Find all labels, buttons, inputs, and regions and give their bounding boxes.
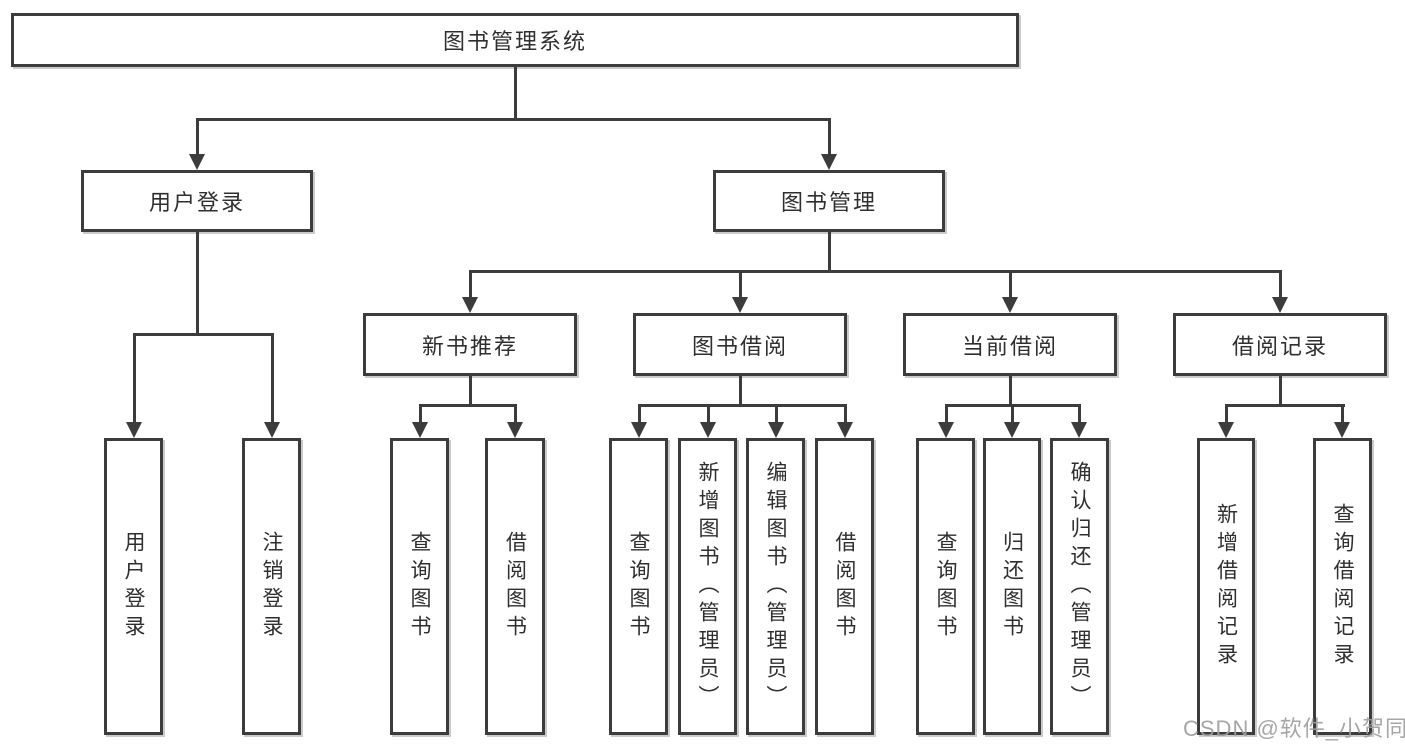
node-add-borrow-record: 新增借阅记录 (1197, 438, 1255, 735)
node-add-borrow-record-label: 新增借阅记录 (1214, 502, 1238, 671)
arrowhead-down-icon (412, 422, 428, 438)
arrowhead-down-icon (631, 422, 647, 438)
node-query-books-current-label: 查询图书 (934, 530, 957, 643)
connector-vline (271, 333, 274, 422)
connector-vline (739, 376, 742, 407)
node-user-login-label: 用户登录 (148, 190, 245, 215)
connector-vline (828, 232, 831, 273)
node-user-login-action-label: 用户登录 (122, 530, 145, 643)
node-book-borrow: 图书借阅 (633, 313, 847, 376)
node-query-books-recommend-label: 查询图书 (408, 530, 431, 643)
node-borrow-books-recommend-label: 借阅图书 (503, 530, 527, 643)
connector-vline (844, 404, 847, 422)
watermark-text: CSDN @软件_小贺同学 (1183, 716, 1405, 741)
connector-hline (196, 118, 831, 121)
connector-vline (1279, 270, 1282, 298)
connector-vline (1009, 376, 1012, 407)
arrowhead-down-icon (700, 422, 716, 438)
connector-hline (638, 404, 846, 407)
connector-vline (196, 118, 199, 154)
arrowhead-down-icon (1218, 422, 1234, 438)
connector-vline (419, 404, 422, 422)
arrowhead-down-icon (189, 154, 205, 170)
arrowhead-down-icon (938, 422, 954, 438)
connector-vline (514, 404, 517, 422)
node-return-books: 归还图书 (983, 438, 1041, 735)
node-book-borrow-label: 图书借阅 (691, 333, 788, 359)
node-confirm-return-admin: 确认归还（管理员） (1050, 438, 1109, 735)
node-current-borrow: 当前借阅 (903, 313, 1117, 376)
connector-vline (1078, 404, 1081, 422)
node-logout: 注销登录 (242, 438, 301, 735)
node-add-books-admin-label: 新增图书（管理员） (696, 460, 719, 713)
arrowhead-down-icon (1334, 422, 1350, 438)
node-confirm-return-admin-label: 确认归还（管理员） (1068, 460, 1091, 713)
node-add-books-admin: 新增图书（管理员） (678, 438, 737, 735)
node-borrow-records-label: 借阅记录 (1231, 333, 1328, 359)
arrowhead-down-icon (837, 422, 853, 438)
connector-vline (196, 232, 199, 335)
connector-vline (707, 404, 710, 422)
node-query-books-borrow: 查询图书 (609, 438, 668, 735)
node-query-borrow-record-label: 查询借阅记录 (1331, 502, 1354, 671)
connector-vline (514, 67, 517, 119)
connector-hline (419, 404, 517, 407)
arrowhead-down-icon (768, 422, 784, 438)
connector-vline (469, 270, 472, 298)
node-root-label: 图书管理系统 (442, 29, 587, 54)
node-return-books-label: 归还图书 (1000, 530, 1024, 643)
node-query-books-recommend: 查询图书 (390, 438, 449, 735)
node-logout-label: 注销登录 (260, 530, 283, 643)
node-query-borrow-record: 查询借阅记录 (1313, 438, 1372, 735)
connector-vline (1011, 404, 1014, 422)
arrowhead-down-icon (126, 422, 142, 438)
connector-vline (1225, 404, 1228, 422)
node-current-borrow-label: 当前借阅 (961, 333, 1058, 359)
node-edit-books-admin: 编辑图书（管理员） (746, 438, 805, 735)
connector-vline (828, 118, 831, 154)
arrowhead-down-icon (1004, 422, 1020, 438)
arrowhead-down-icon (264, 422, 280, 438)
arrowhead-down-icon (732, 297, 748, 313)
node-borrow-books: 借阅图书 (815, 438, 874, 735)
node-book-management: 图书管理 (713, 170, 945, 232)
node-book-management-label: 图书管理 (780, 190, 877, 215)
connector-vline (775, 404, 778, 422)
node-edit-books-admin-label: 编辑图书（管理员） (764, 460, 787, 713)
arrowhead-down-icon (1071, 422, 1087, 438)
connector-hline (133, 333, 274, 336)
connector-vline (1279, 376, 1282, 407)
node-new-book-recommend: 新书推荐 (363, 313, 577, 376)
connector-hline (469, 270, 1282, 273)
arrowhead-down-icon (1272, 297, 1288, 313)
node-query-books-current: 查询图书 (916, 438, 975, 735)
node-root: 图书管理系统 (11, 13, 1019, 67)
connector-vline (133, 333, 136, 422)
node-user-login-action: 用户登录 (104, 438, 163, 735)
connector-vline (1341, 404, 1344, 422)
node-borrow-books-label: 借阅图书 (833, 530, 856, 643)
connector-vline (638, 404, 641, 422)
connector-hline (1225, 404, 1345, 407)
connector-vline (469, 376, 472, 407)
node-borrow-records: 借阅记录 (1173, 313, 1387, 376)
node-borrow-books-recommend: 借阅图书 (485, 438, 545, 735)
node-query-books-borrow-label: 查询图书 (627, 530, 650, 643)
connector-vline (739, 270, 742, 298)
arrowhead-down-icon (821, 154, 837, 170)
connector-vline (1009, 270, 1012, 298)
arrowhead-down-icon (507, 422, 523, 438)
arrowhead-down-icon (462, 297, 478, 313)
node-user-login: 用户登录 (81, 170, 313, 232)
connector-vline (945, 404, 948, 422)
arrowhead-down-icon (1002, 297, 1018, 313)
node-new-book-recommend-label: 新书推荐 (421, 333, 518, 359)
